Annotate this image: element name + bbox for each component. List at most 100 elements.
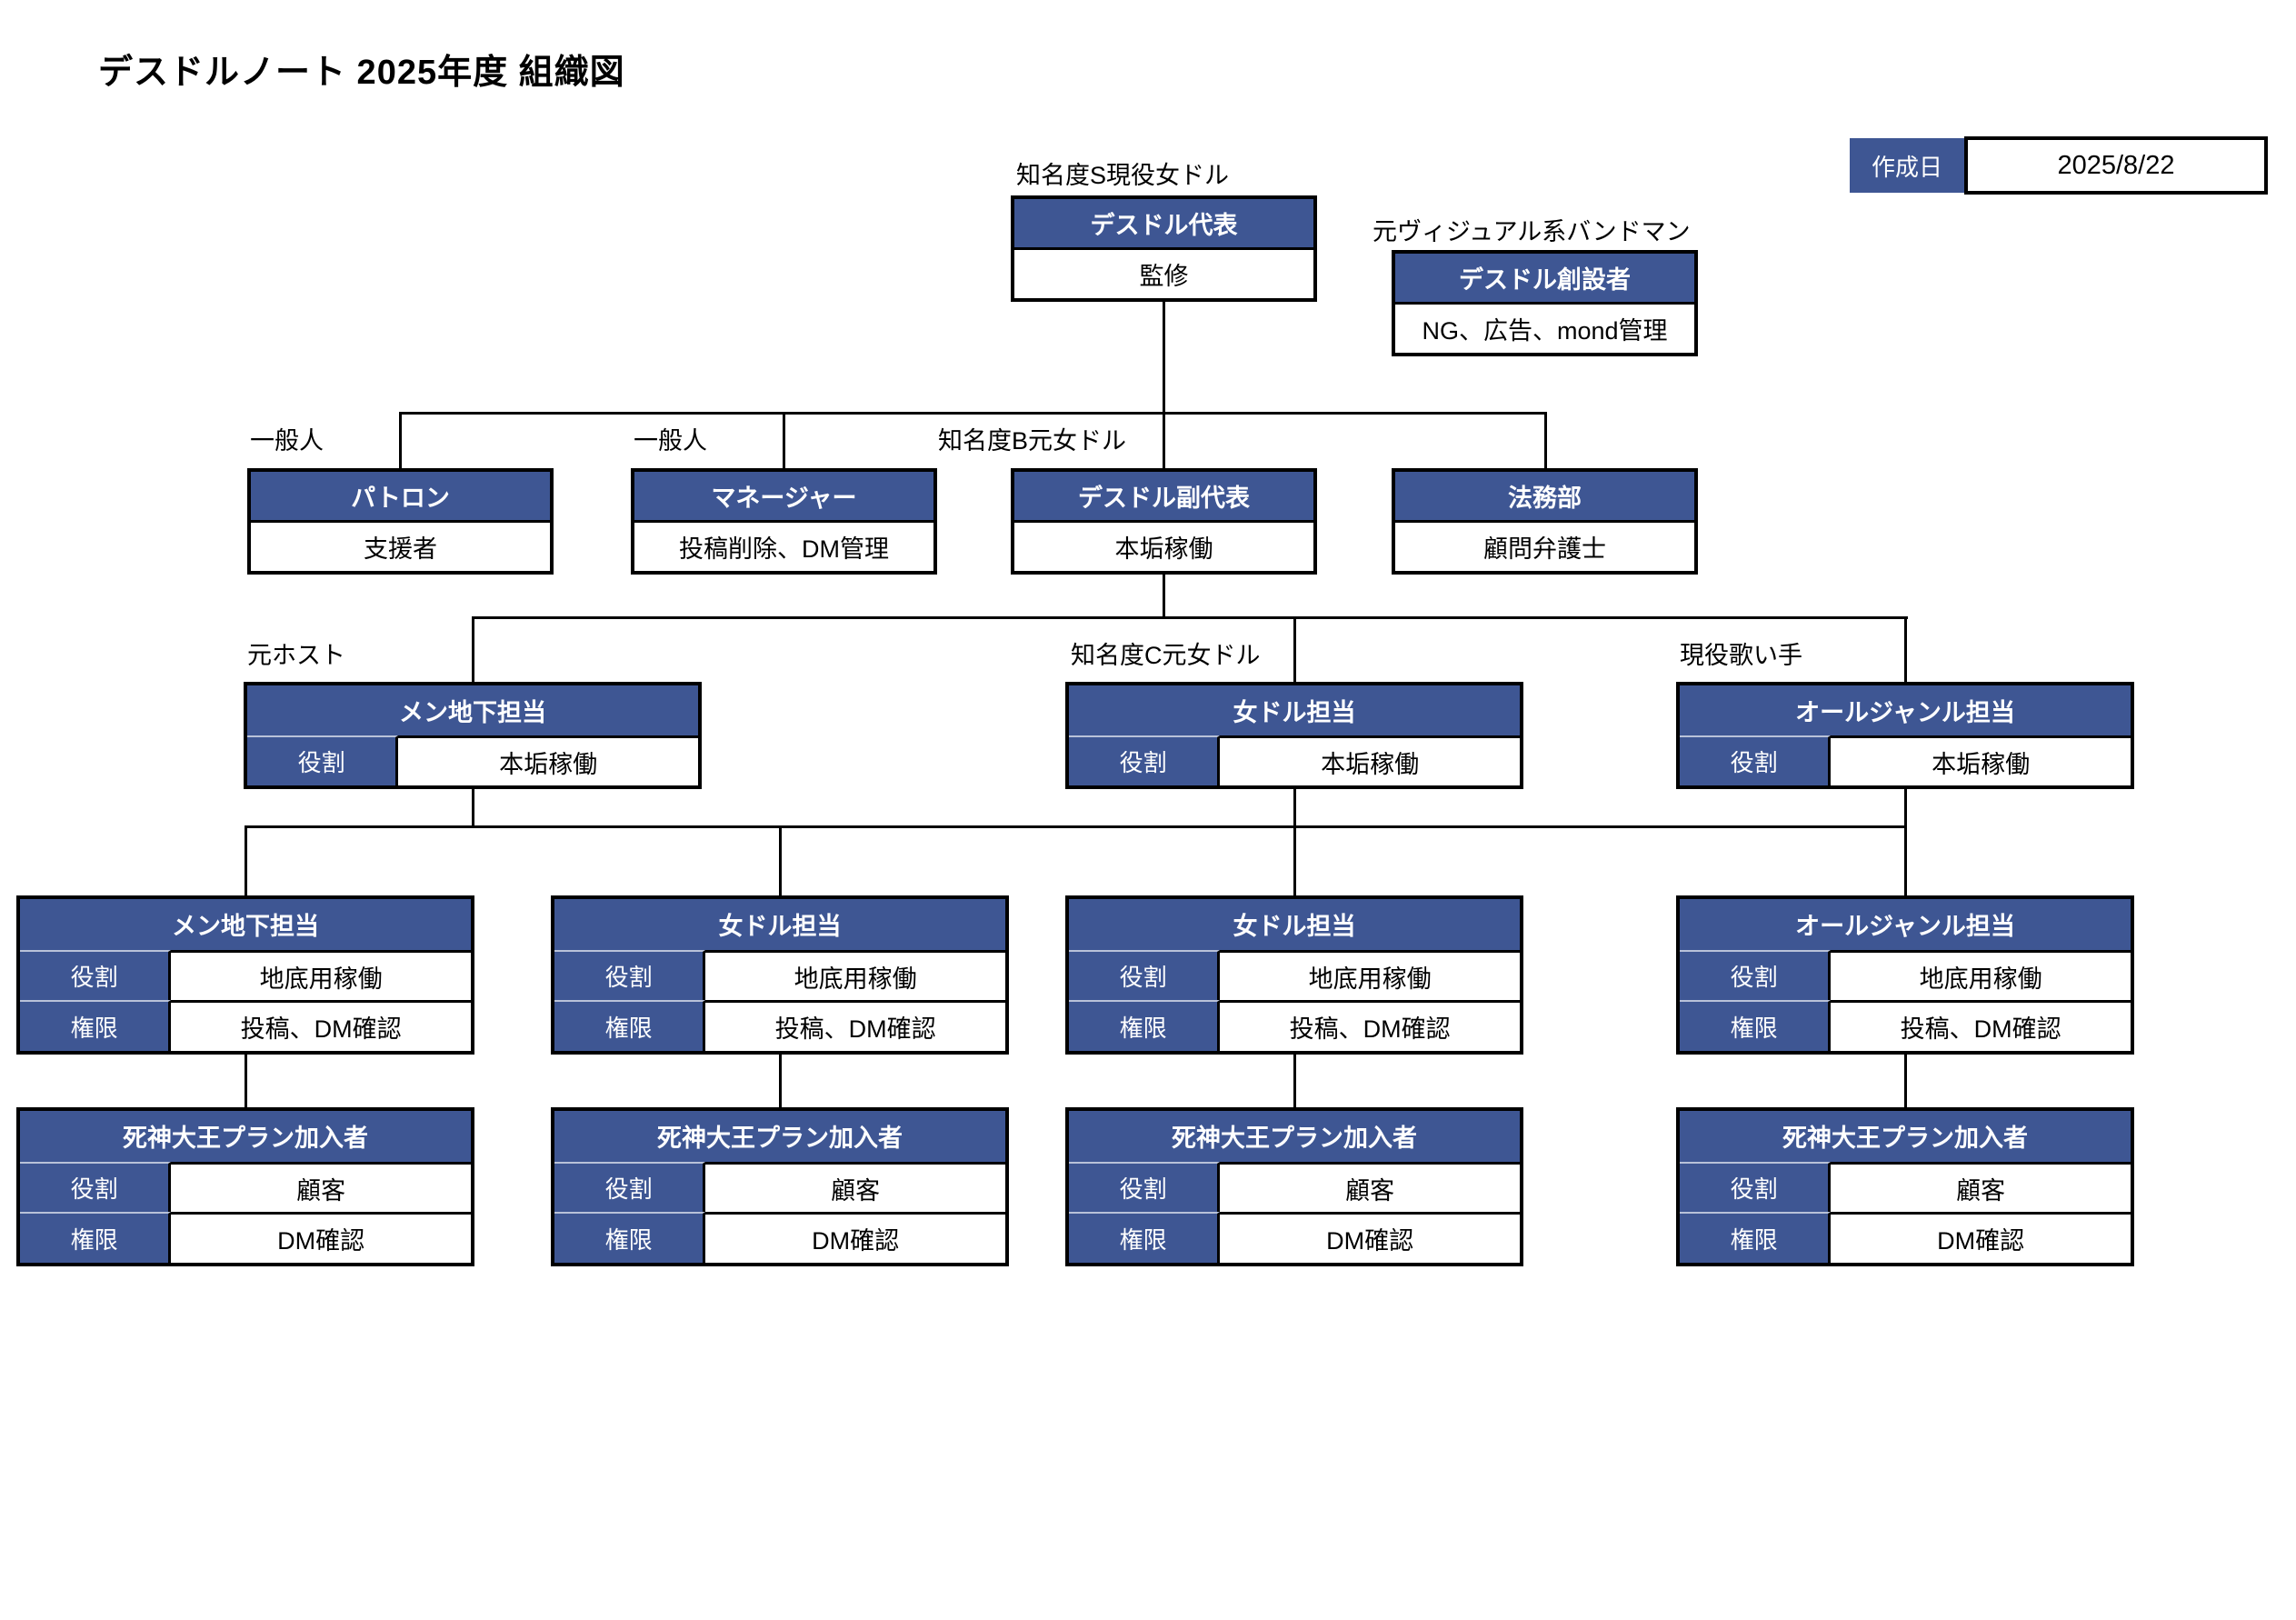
node-perm-value: DM確認 (705, 1212, 1005, 1263)
created-date-value: 2025/8/22 (1964, 136, 2268, 195)
node-plan-member-2: 死神大王プラン加入者 役割 顧客 権限 DM確認 (551, 1107, 1009, 1266)
node-tag-patron: 一般人 (250, 427, 324, 455)
node-perm-value: DM確認 (171, 1212, 471, 1263)
node-sub-jo-doru-1: 女ドル担当 役割 地底用稼働 権限 投稿、DM確認 (551, 895, 1009, 1055)
node-title: 死神大王プラン加入者 (1069, 1111, 1520, 1162)
node-tag-manager: 一般人 (634, 427, 707, 455)
node-title: デスドル創設者 (1395, 254, 1694, 302)
node-role-value: 地底用稼働 (171, 949, 471, 1001)
node-representative: デスドル代表 監修 (1011, 195, 1317, 302)
connector-h-row4 (245, 825, 1907, 828)
connector-v-lead-all-genre (1904, 616, 1907, 682)
node-perm-value: DM確認 (1220, 1212, 1520, 1263)
node-role-value: 本垢稼働 (398, 735, 698, 785)
node-title: デスドル副代表 (1014, 472, 1313, 520)
connector-v-feed-col1 (472, 787, 474, 827)
connector-v-lead-jo-doru (1293, 616, 1296, 682)
node-sub-men-chika: メン地下担当 役割 地底用稼働 権限 投稿、DM確認 (16, 895, 474, 1055)
node-lead-all-genre: オールジャンル担当 役割 本垢稼働 (1676, 682, 2134, 789)
connector-v-plan-col1 (245, 1053, 247, 1109)
node-role-label: 役割 (20, 1161, 172, 1213)
node-role-label: 役割 (554, 1161, 706, 1213)
node-role-label: 役割 (20, 949, 172, 1001)
node-role-label: 役割 (554, 949, 706, 1001)
node-title: 女ドル担当 (1069, 685, 1520, 735)
node-role-label: 役割 (1069, 735, 1221, 785)
node-patron: パトロン 支援者 (247, 468, 554, 575)
connector-v-plan-col4 (1904, 1053, 1907, 1109)
connector-v-drop-col2 (779, 825, 782, 895)
node-tag-lead-jo-doru: 知名度C元女ドル (1071, 642, 1261, 669)
node-perm-label: 権限 (554, 1000, 706, 1052)
node-perm-label: 権限 (1069, 1212, 1221, 1264)
connector-v-patron (399, 412, 402, 468)
node-title: 死神大王プラン加入者 (554, 1111, 1005, 1162)
node-perm-value: 投稿、DM確認 (171, 1000, 471, 1051)
node-perm-value: 投稿、DM確認 (1831, 1000, 2131, 1051)
connector-v-plan-col2 (779, 1053, 782, 1109)
connector-v-representative (1163, 300, 1165, 468)
connector-h-row3 (472, 616, 1908, 619)
node-vice-representative: デスドル副代表 本垢稼働 (1011, 468, 1317, 575)
node-title: メン地下担当 (20, 899, 471, 950)
node-role-label: 役割 (1069, 949, 1221, 1001)
node-role-value: 本垢稼働 (1831, 735, 2131, 785)
node-title: オールジャンル担当 (1680, 899, 2131, 950)
node-role-label: 役割 (1680, 735, 1832, 785)
node-role-label: 役割 (247, 735, 399, 785)
node-role-value: 顧客 (705, 1161, 1005, 1213)
node-founder: デスドル創設者 NG、広告、mond管理 (1392, 250, 1698, 356)
node-role-value: 地底用稼働 (705, 949, 1005, 1001)
node-perm-value: DM確認 (1831, 1212, 2131, 1263)
connector-h-row2 (399, 412, 1547, 415)
node-title: パトロン (251, 472, 550, 520)
node-description: 本垢稼働 (1014, 520, 1313, 571)
node-role-label: 役割 (1680, 1161, 1832, 1213)
node-role-value: 地底用稼働 (1220, 949, 1520, 1001)
connector-v-drop-col3 (1293, 825, 1296, 895)
node-title: オールジャンル担当 (1680, 685, 2131, 735)
node-tag-founder: 元ヴィジュアル系バンドマン (1373, 218, 1691, 245)
node-perm-label: 権限 (20, 1000, 172, 1052)
node-plan-member-4: 死神大王プラン加入者 役割 顧客 権限 DM確認 (1676, 1107, 2134, 1266)
connector-v-drop-col4 (1904, 825, 1907, 895)
node-title: デスドル代表 (1014, 199, 1313, 247)
node-sub-all-genre: オールジャンル担当 役割 地底用稼働 権限 投稿、DM確認 (1676, 895, 2134, 1055)
node-role-label: 役割 (1680, 949, 1832, 1001)
node-perm-label: 権限 (1680, 1000, 1832, 1052)
node-description: 監修 (1014, 247, 1313, 298)
node-perm-label: 権限 (1680, 1212, 1832, 1264)
node-plan-member-3: 死神大王プラン加入者 役割 顧客 権限 DM確認 (1065, 1107, 1523, 1266)
node-perm-value: 投稿、DM確認 (705, 1000, 1005, 1051)
page-title: デスドルノート 2025年度 組織図 (98, 54, 625, 92)
node-title: 死神大王プラン加入者 (1680, 1111, 2131, 1162)
node-role-value: 本垢稼働 (1220, 735, 1520, 785)
connector-v-legal (1544, 412, 1547, 468)
node-lead-jo-doru: 女ドル担当 役割 本垢稼働 (1065, 682, 1523, 789)
node-title: メン地下担当 (247, 685, 698, 735)
node-manager: マネージャー 投稿削除、DM管理 (631, 468, 937, 575)
connector-v-feed-col4 (1904, 787, 1907, 827)
node-description: 支援者 (251, 520, 550, 571)
node-title: 女ドル担当 (1069, 899, 1520, 950)
node-tag-representative: 知名度S現役女ドル (1016, 162, 1230, 189)
connector-v-feed-col3 (1293, 787, 1296, 827)
node-role-label: 役割 (1069, 1161, 1221, 1213)
node-lead-men-chika: メン地下担当 役割 本垢稼働 (244, 682, 702, 789)
node-perm-label: 権限 (1069, 1000, 1221, 1052)
node-role-value: 顧客 (1220, 1161, 1520, 1213)
node-perm-label: 権限 (554, 1212, 706, 1264)
node-plan-member-1: 死神大王プラン加入者 役割 顧客 権限 DM確認 (16, 1107, 474, 1266)
node-legal: 法務部 顧問弁護士 (1392, 468, 1698, 575)
node-title: 女ドル担当 (554, 899, 1005, 950)
node-tag-lead-all-genre: 現役歌い手 (1680, 642, 1802, 669)
node-title: 法務部 (1395, 472, 1694, 520)
node-description: 投稿削除、DM管理 (634, 520, 933, 571)
connector-v-manager (783, 412, 785, 468)
node-tag-vice-representative: 知名度B元女ドル (938, 427, 1127, 455)
node-title: マネージャー (634, 472, 933, 520)
node-title: 死神大王プラン加入者 (20, 1111, 471, 1162)
node-perm-value: 投稿、DM確認 (1220, 1000, 1520, 1051)
node-sub-jo-doru-2: 女ドル担当 役割 地底用稼働 権限 投稿、DM確認 (1065, 895, 1523, 1055)
